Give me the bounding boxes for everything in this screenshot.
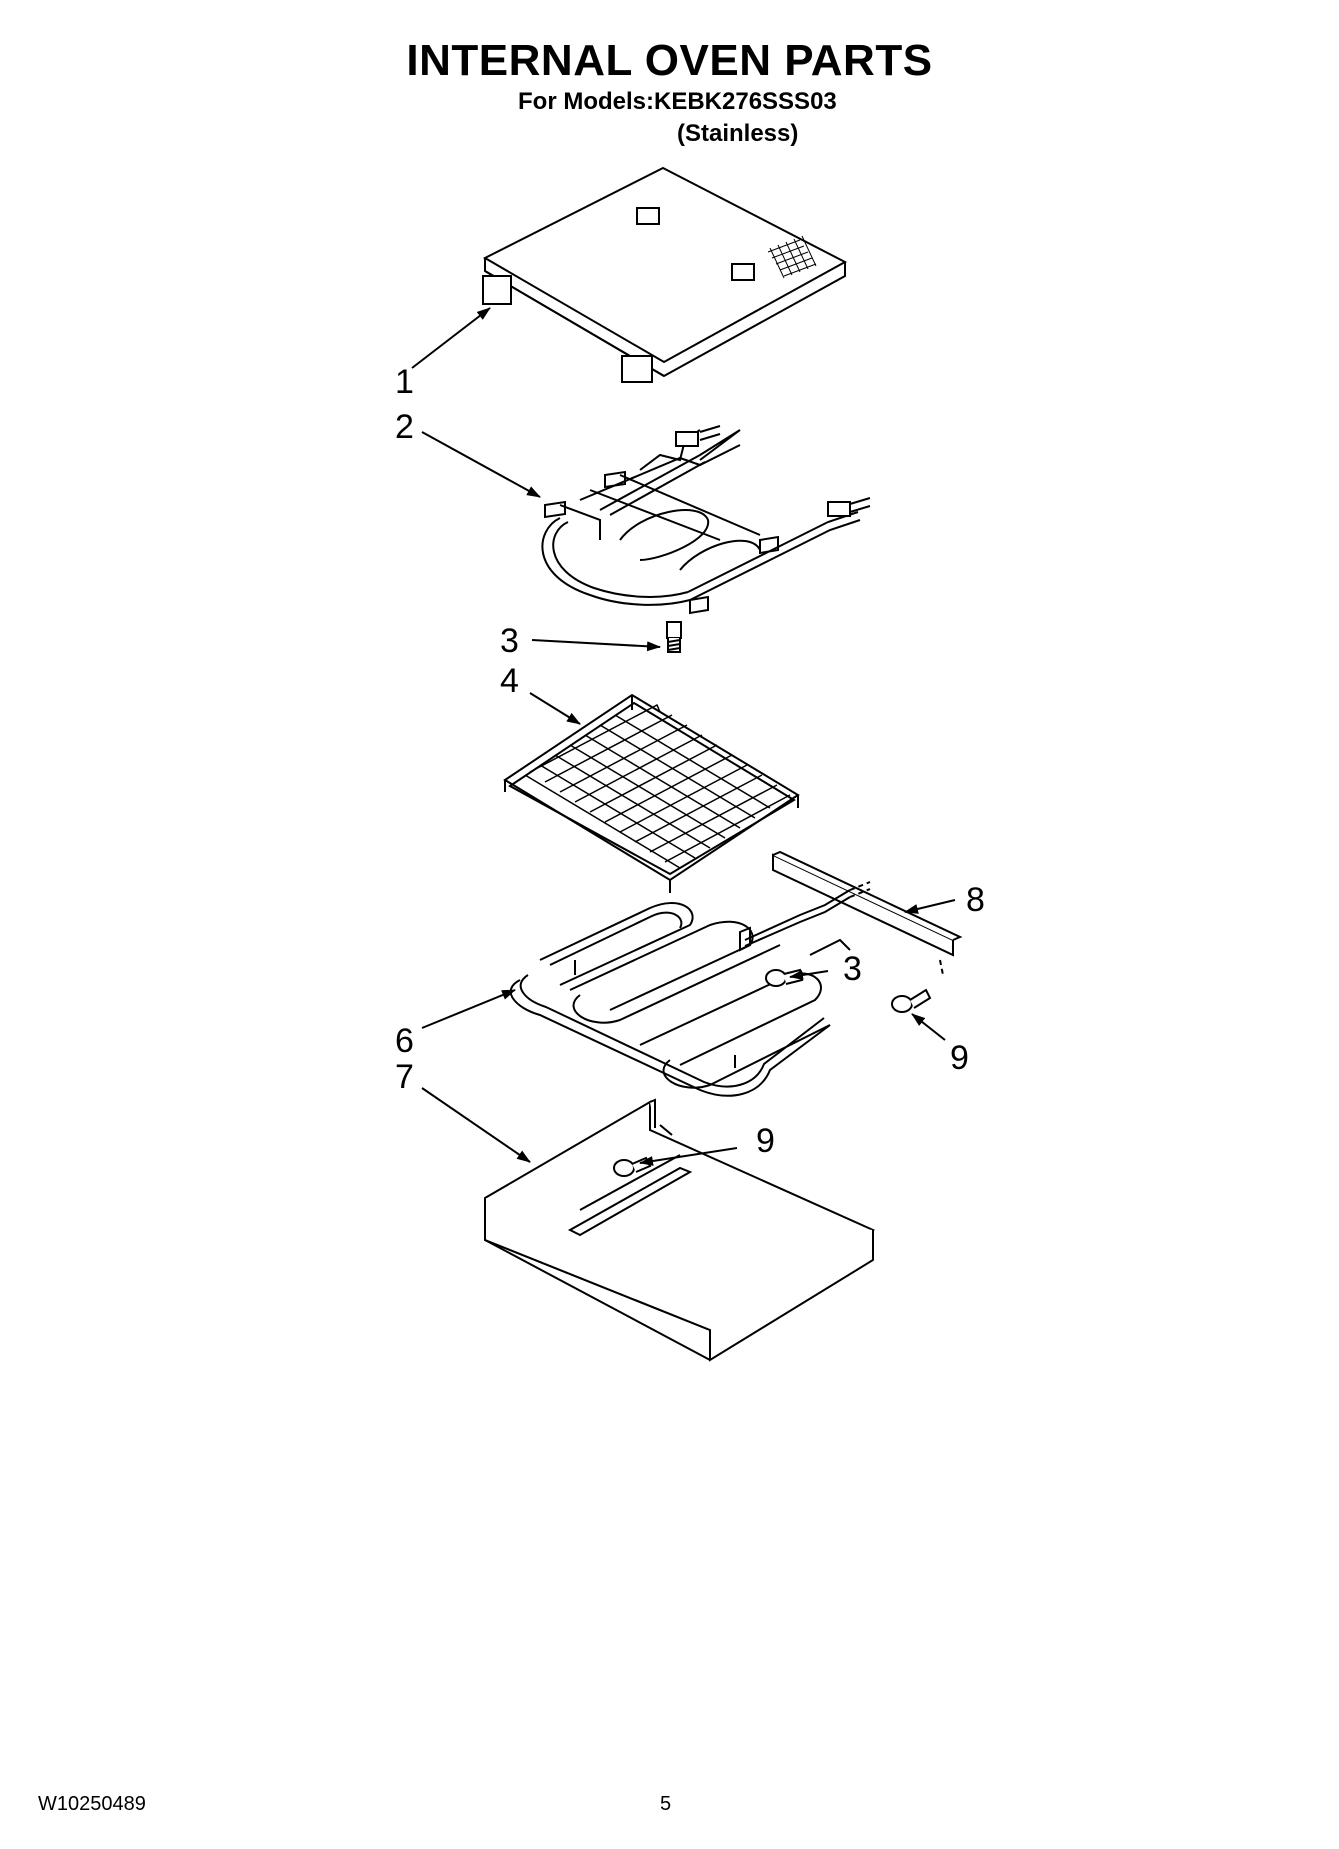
screw-upper bbox=[666, 621, 682, 653]
page-title: INTERNAL OVEN PARTS bbox=[406, 36, 933, 85]
page-number: 5 bbox=[660, 1793, 672, 1815]
callout-4: 4 bbox=[500, 662, 519, 700]
screw-lower bbox=[765, 968, 804, 987]
document-number: W10250489 bbox=[38, 1793, 146, 1815]
oven-rack bbox=[503, 693, 800, 893]
callout-1: 1 bbox=[395, 363, 414, 401]
oven-top-panel bbox=[482, 166, 848, 383]
callout-9-right: 9 bbox=[950, 1039, 969, 1077]
element-bracket bbox=[772, 850, 963, 976]
callout-8: 8 bbox=[966, 881, 985, 919]
leader-lines bbox=[411, 307, 956, 1166]
bake-element bbox=[509, 881, 871, 1097]
callout-7: 7 bbox=[395, 1058, 414, 1096]
broil-element bbox=[541, 425, 871, 615]
models-line: For Models:KEBK276SSS03 bbox=[518, 88, 837, 115]
callout-6: 6 bbox=[395, 1022, 414, 1060]
callout-3-upper: 3 bbox=[500, 622, 519, 660]
callout-3-lower: 3 bbox=[843, 950, 862, 988]
callout-9-pan: 9 bbox=[756, 1122, 775, 1160]
callout-2: 2 bbox=[395, 408, 414, 446]
broiler-pan bbox=[484, 1098, 876, 1362]
screw-right bbox=[891, 988, 932, 1013]
finish-line: (Stainless) bbox=[677, 120, 799, 147]
